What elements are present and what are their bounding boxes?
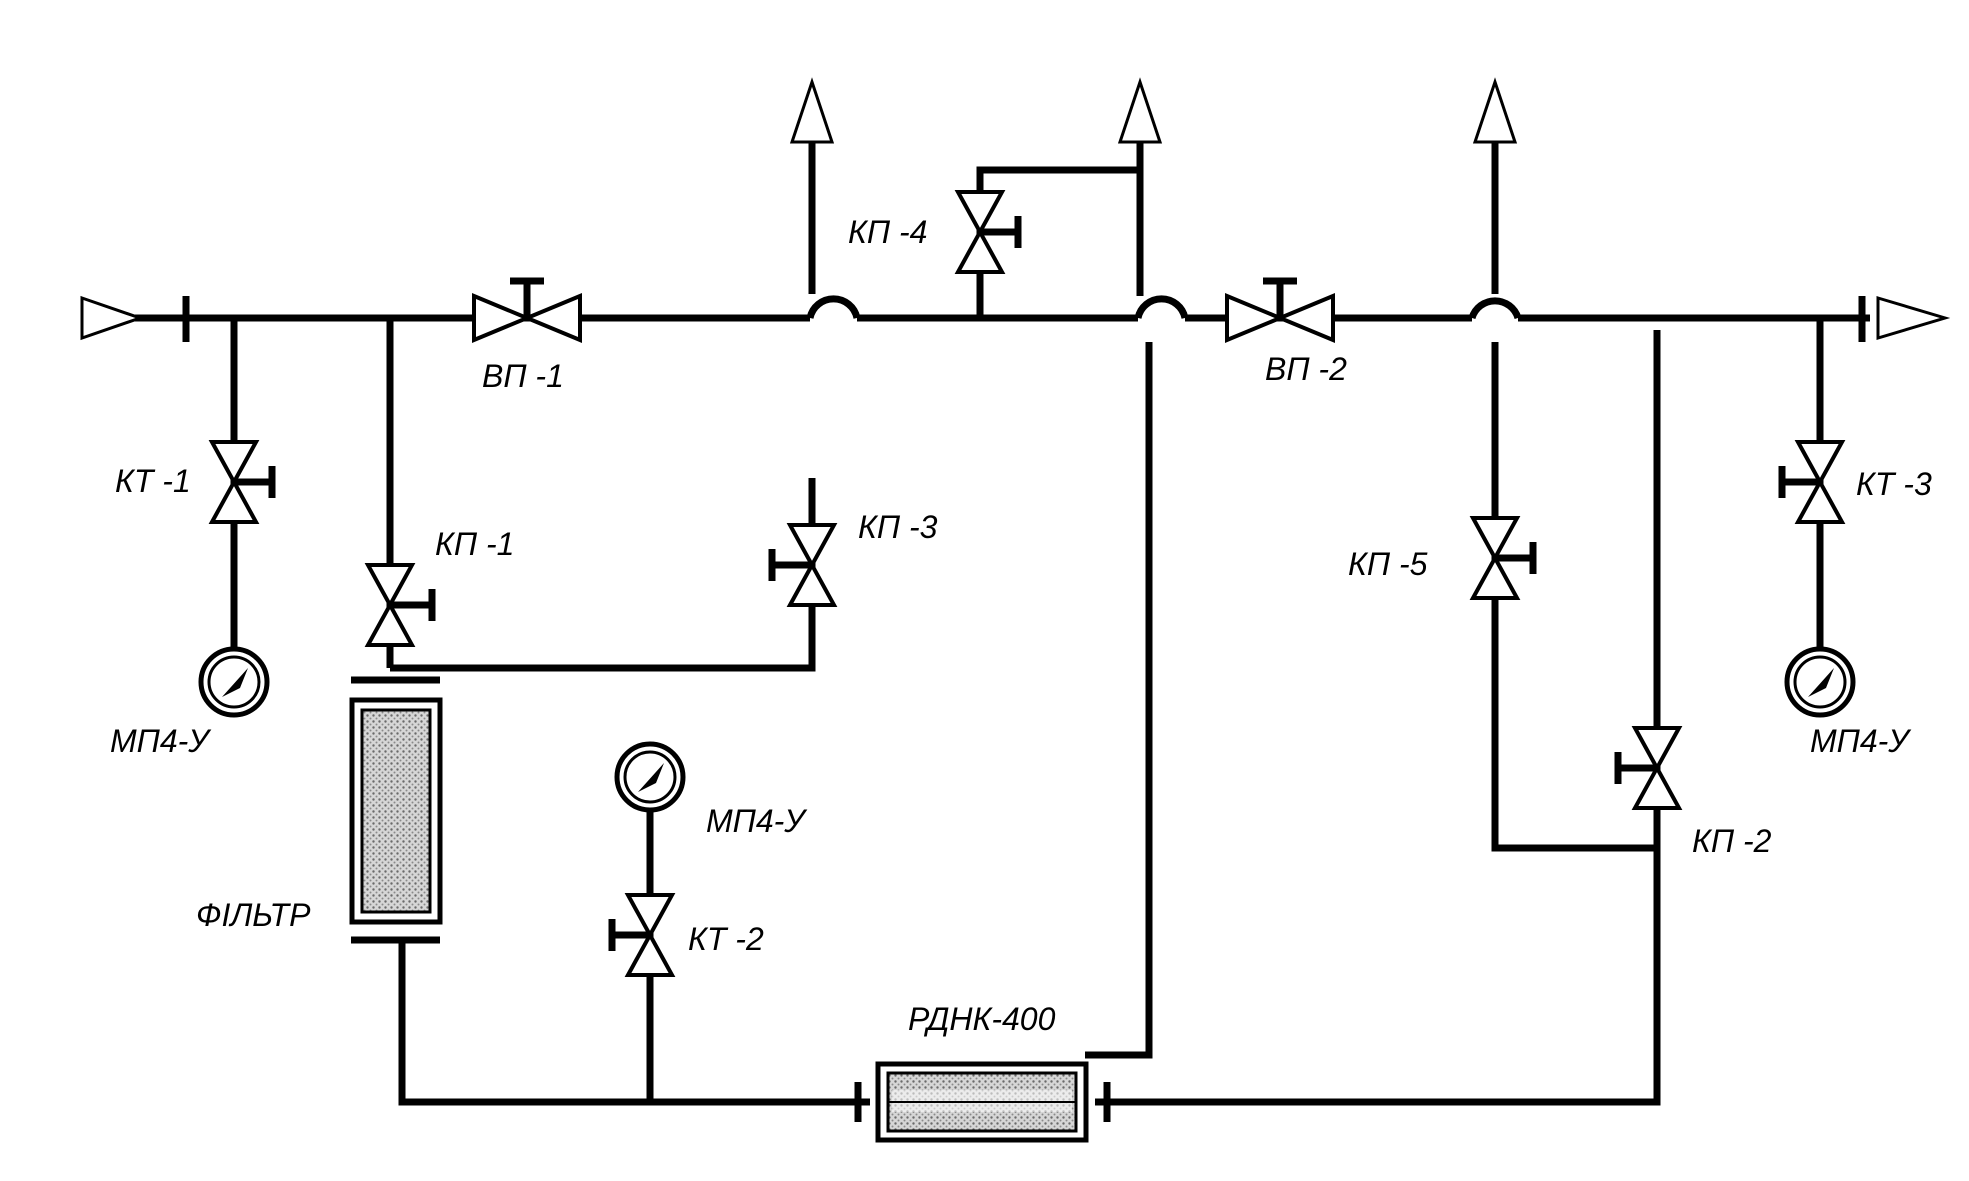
valve-kp5-icon [1469,516,1537,600]
label-vp2: ВП -2 [1265,351,1347,387]
valve-kp1-icon [364,563,436,647]
label-gauge3: МП4-У [1810,723,1912,759]
label-vp1: ВП -1 [482,358,564,394]
valve-vp1-icon [472,277,582,343]
filter-icon [349,697,443,925]
label-kt3: КТ -3 [1856,466,1932,502]
label-kp3: КП -3 [858,509,938,545]
valve-kt2-icon [608,893,676,977]
valve-kt3-icon [1778,440,1846,524]
valve-kp4-icon [954,190,1022,274]
valve-vp2-icon [1225,277,1335,343]
label-kp5: КП -5 [1348,546,1428,582]
inlet-arrow-icon [80,295,145,341]
outlet-arrow-icon [1876,295,1951,341]
pressure-regulator-icon [875,1061,1089,1143]
label-filter: ФІЛЬТР [196,897,311,933]
label-gauge2: МП4-У [706,803,808,839]
label-regulator: РДНК-400 [908,1001,1056,1037]
valve-kp3-icon [768,523,838,607]
pressure-gauge-icon-1 [198,646,270,718]
label-kp2: КП -2 [1692,823,1772,859]
label-gauge1: МП4-У [110,723,212,759]
label-kt1: КТ -1 [115,463,191,499]
vent-arrow-icon-3 [1472,77,1518,144]
vent-arrow-icon-2 [1117,77,1163,144]
pressure-gauge-icon-2 [614,741,686,813]
vent-arrow-icon-1 [789,77,835,144]
label-kp4: КП -4 [848,214,927,250]
valve-kp2-icon [1614,726,1683,810]
valve-kt1-icon [208,440,276,524]
label-kt2: КТ -2 [688,921,764,957]
label-kp1: КП -1 [435,526,514,562]
pressure-gauge-icon-3 [1784,646,1856,718]
